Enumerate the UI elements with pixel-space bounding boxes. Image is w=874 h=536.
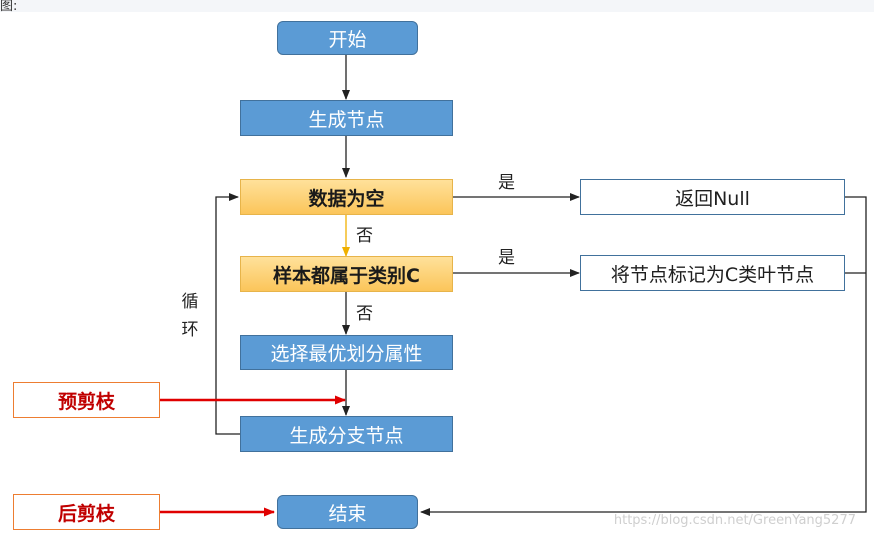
label-yes-2: 是 [498,248,515,268]
node-post-prune: 后剪枝 [13,494,160,530]
edge-null-to-end [420,196,867,516]
node-gen-branch: 生成分支节点 [240,416,453,452]
node-gen-node: 生成节点 [240,100,453,136]
node-pre-prune: 预剪枝 [13,382,160,418]
node-mark-leaf: 将节点标记为C类叶节点 [580,255,845,291]
label-no-2: 否 [356,304,373,324]
label-no-1: 否 [356,226,373,246]
watermark: https://blog.csdn.net/GreenYang5277 [613,513,856,528]
top-strip: 图: [0,0,874,14]
node-same-class: 样本都属于类别C [240,256,453,292]
label-loop: 循环 [181,292,199,340]
node-end: 结束 [277,495,418,529]
label-yes-1: 是 [498,173,515,193]
node-select-attr: 选择最优划分属性 [240,335,453,370]
top-strip-text: 图: [0,0,18,14]
node-start: 开始 [277,21,418,55]
edge-loop [215,193,240,435]
node-return-null: 返回Null [580,179,845,215]
node-data-empty: 数据为空 [240,179,453,215]
